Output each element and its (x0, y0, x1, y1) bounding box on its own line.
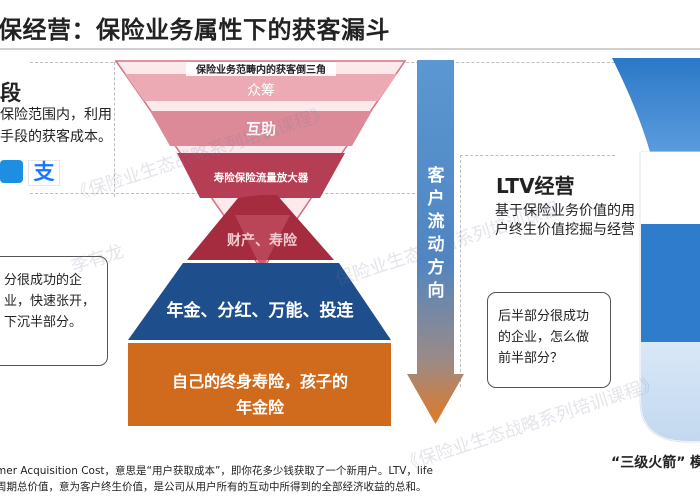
rocket-label-suffix: 模 (690, 455, 700, 471)
flow-direction-arrow (407, 60, 464, 424)
rocket-label: “三级火箭” (611, 455, 686, 471)
guide-line (460, 155, 461, 387)
alipay-icon: 支 (28, 160, 60, 186)
layer-mutual-aid (150, 111, 372, 146)
layer-label: 互助 (246, 120, 276, 138)
layer-label: 寿险保险流量放大器 (214, 171, 309, 184)
callout-box (0, 256, 108, 366)
flow-direction-label: 客 户 流 动 方 向 (427, 166, 445, 301)
layer-label: 年金险 (236, 398, 285, 417)
guide-line (460, 155, 615, 156)
funnel-diagram: 保险业务范畴内的获客倒三角 众筹 互助 寿险保险流量放大器 财产、寿险 年金、分… (114, 60, 407, 426)
section-heading: 段 (0, 81, 21, 105)
layer-label: 自己的终身寿险，孩子的 (172, 372, 348, 391)
layer-label: 众筹 (247, 82, 275, 99)
layer-label: 财产、寿险 (226, 232, 298, 249)
footnote-line: 周期总价值，意为客户终生价值，是公司从用户所有的互动中所得到的全部经济收益的总和… (0, 481, 427, 493)
footnote: mer Acquisition Cost，意思是“用户获取成本”，即你花多少钱获… (0, 463, 700, 495)
page-title: 保经营：保险业务属性下的获客漏斗 (0, 16, 390, 44)
title-divider (0, 48, 700, 50)
callout-text: 分很成功的企业，快速张开，下沉半部分。 (4, 273, 96, 330)
layer-whole-life (128, 343, 391, 426)
guide-line (30, 193, 240, 194)
ltv-text: 基于保险业务价值的用户终生价值挖掘与经营 (495, 203, 635, 238)
ltv-heading: LTV经营 (496, 174, 575, 198)
app-logo-icon (0, 160, 23, 183)
footnote-line: mer Acquisition Cost，意思是“用户获取成本”，即你花多少钱获… (0, 465, 433, 477)
guide-line (300, 193, 415, 194)
layer-crowdfunding (125, 74, 397, 101)
callout-box (487, 292, 611, 388)
funnel-tip (235, 215, 290, 270)
guide-line (114, 62, 115, 197)
section-text: 保险范围内，利用手段的获客成本。 (0, 107, 112, 145)
layer-label: 年金、分红、万能、投连 (167, 300, 355, 321)
callout-text: 后半部分很成功的企业，怎么做前半部分？ (498, 309, 590, 366)
layer-annuity (128, 263, 391, 340)
rocket-tube-graphic (612, 58, 700, 443)
layer-amplifier (177, 153, 345, 198)
funnel-top-label: 保险业务范畴内的获客倒三角 (195, 63, 326, 76)
